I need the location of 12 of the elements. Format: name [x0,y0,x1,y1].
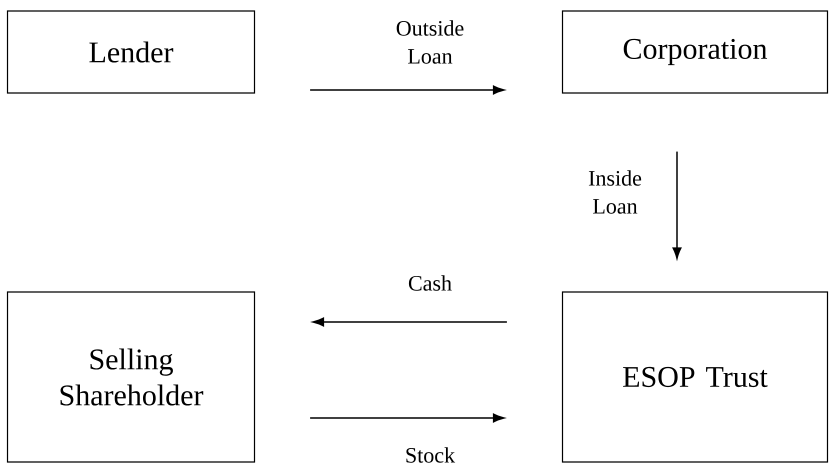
box: Corporation [562,10,828,94]
box: ESOP Trust [562,291,828,463]
box: Selling Shareholder [6,291,256,463]
edge-label: Inside Loan [588,170,642,214]
edge-label: Outside Loan [396,20,464,64]
arrow [312,318,507,326]
edge-label: Stock [406,447,456,463]
box: Lender [6,10,256,94]
arrow [672,152,682,259]
arrow [310,414,504,422]
arrow [310,86,504,94]
edge-label: Cash [408,275,452,291]
